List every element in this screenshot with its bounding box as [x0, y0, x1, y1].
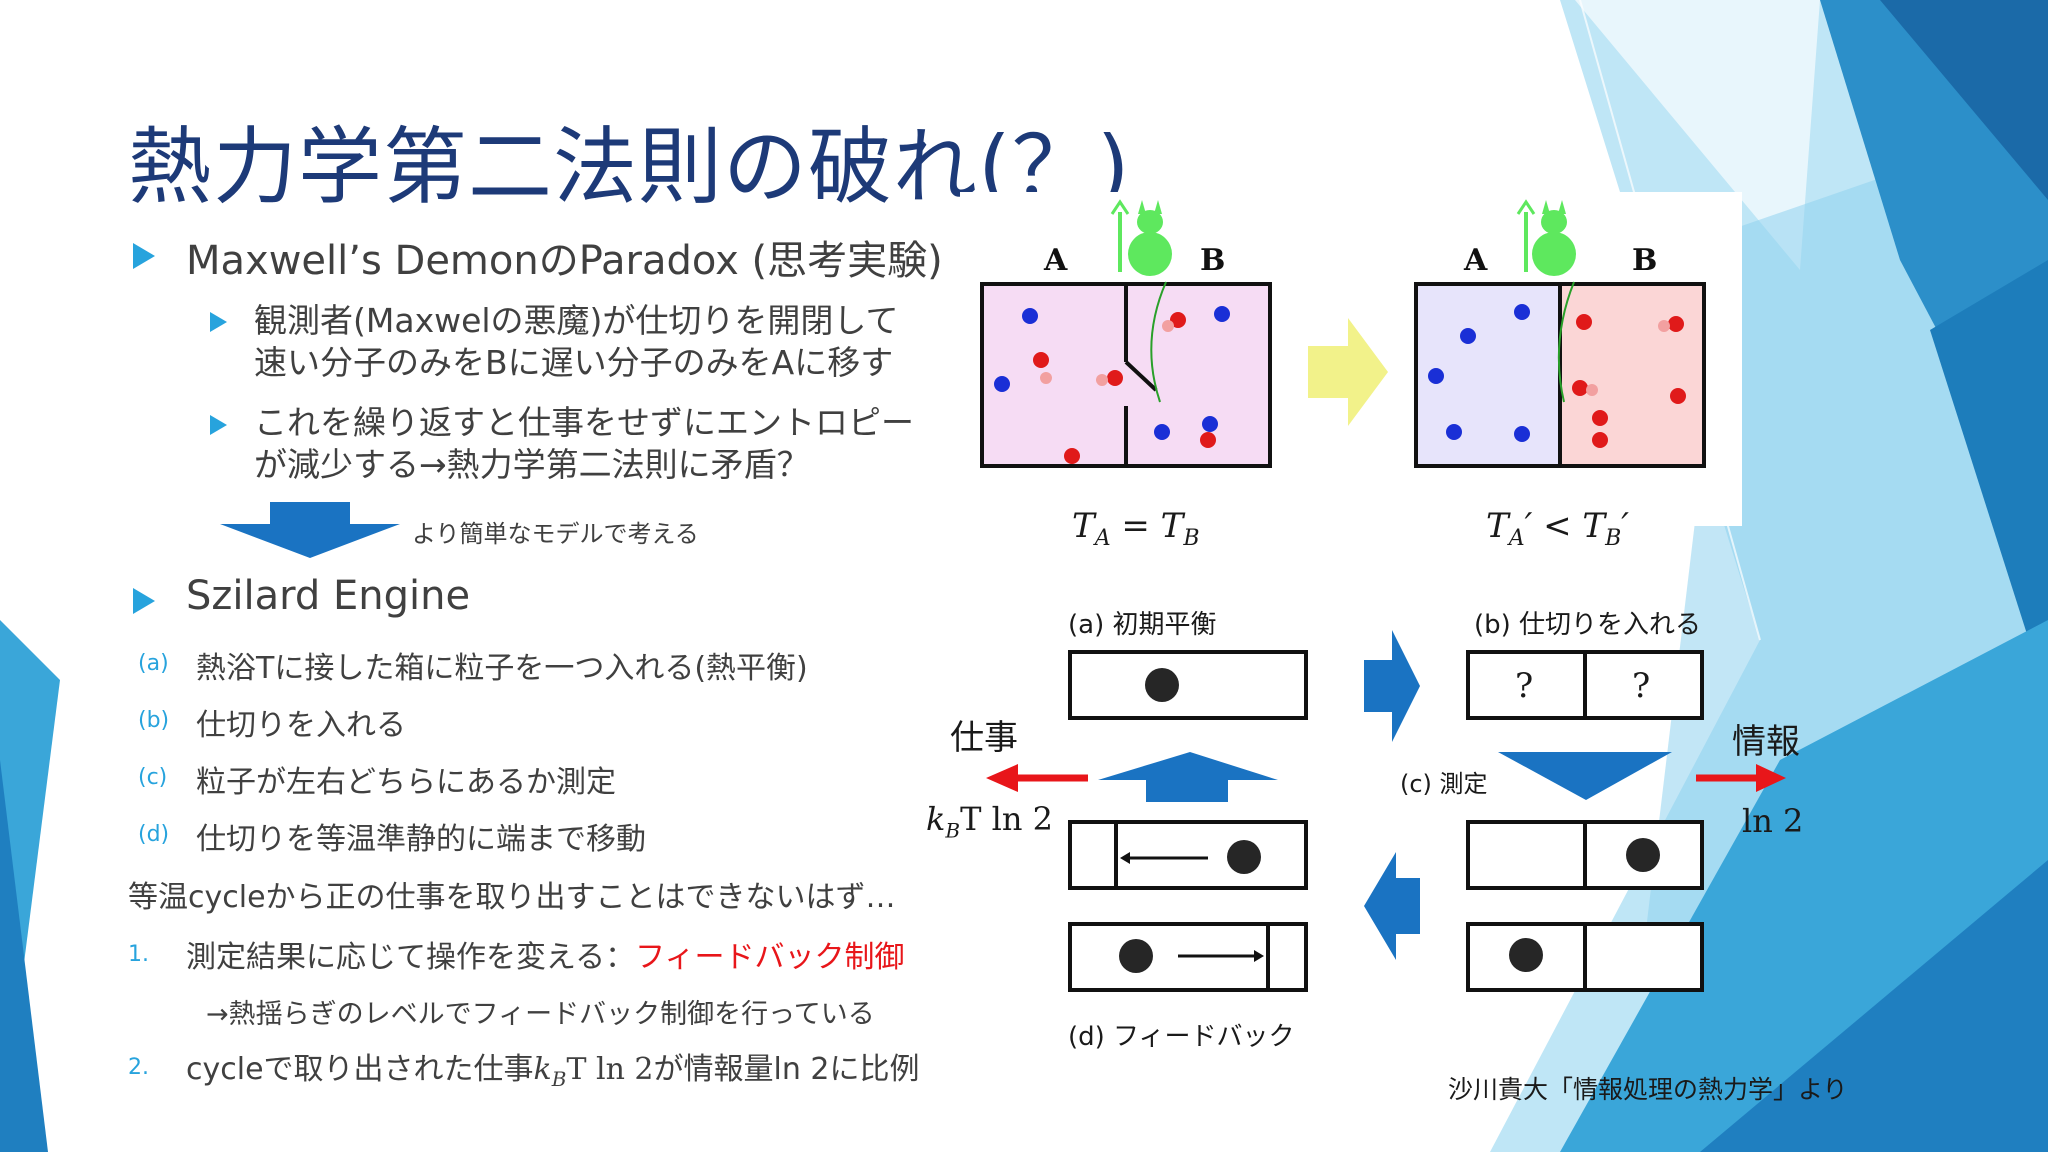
particle-d-top [1227, 840, 1261, 874]
step-text-c: 粒子が左右どちらにあるか測定 [196, 765, 616, 800]
equation-right: TA′ < TB′ [1486, 506, 1629, 551]
arrow-b-to-c-icon [1498, 752, 1672, 800]
question-mark-left: ? [1515, 666, 1534, 706]
arrow-d-to-a-stem [1146, 780, 1228, 802]
bullet-maxwell: Maxwell’s DemonのParadox (思考実験) [186, 238, 943, 284]
step-text-a: 熱浴Tに接した箱に粒子を一つ入れる(熱平衡) [196, 651, 808, 686]
sub-bullet-2-line-1: これを繰り返すと仕事をせずにエントロピー [254, 403, 914, 442]
left-particles [994, 306, 1230, 464]
info-value: ln 2 [1742, 802, 1804, 840]
info-arrow-icon [1756, 764, 1786, 792]
label-b-right: B [1632, 243, 1657, 278]
bg-darker-bottom [1700, 860, 2048, 1152]
numbered-item-1-red: フィードバック制御 [635, 940, 905, 975]
info-label: 情報 [1732, 722, 1800, 762]
bullet-triangle-icon [133, 243, 155, 269]
label-d: (d) フィードバック [1068, 1022, 1295, 1052]
eq-right-a: A [1508, 525, 1525, 551]
bg-dark-mid [1930, 260, 2048, 700]
list-number-2: 2. [128, 1055, 149, 1080]
numbered-item-2-sub: B [551, 1067, 567, 1091]
label-a-left: A [1043, 243, 1068, 278]
numbered-item-2: cycleで取り出された仕事kBT ln 2が情報量ln 2に比例 [186, 1044, 920, 1091]
arrow-a-to-b-icon [1364, 630, 1420, 742]
eq-right-t: T [1486, 506, 1509, 546]
list-number-1: 1. [128, 942, 149, 967]
label-b-left: B [1200, 243, 1225, 278]
label-a-right: A [1463, 243, 1488, 278]
particle-d-bottom [1119, 939, 1153, 973]
arrow-b-to-c-stem [1550, 752, 1622, 774]
yellow-right-arrow-icon [1308, 318, 1388, 426]
step-letter-a: (a) [138, 651, 169, 676]
citation: 沙川貴大「情報処理の熱力学」より [1448, 1075, 1848, 1104]
sub-bullet-2-line-2: が減少する→熱力学第二法則に矛盾？ [254, 445, 810, 484]
demon-icon [1516, 199, 1576, 403]
numbered-item-2-a: cycleで取り出された仕事 [186, 1052, 534, 1087]
move-arrow-right-icon [1254, 950, 1264, 962]
work-value: kBT ln 2 [926, 800, 1053, 842]
numbered-item-2-math: T ln 2 [566, 1052, 654, 1087]
step-text-d: 仕切りを等温準静的に端まで移動 [196, 822, 646, 857]
numbered-item-1-sub: →熱揺らぎのレベルでフィードバック制御を行っている [206, 999, 875, 1030]
box-d-top [1068, 820, 1308, 890]
eq-left-mid: = T [1110, 506, 1184, 546]
eq-left-t: T [1072, 506, 1095, 546]
numbered-item-2-k: k [533, 1052, 552, 1087]
sub-bullet-1-line-2: 速い分子のみをBに遅い分子のみをAに移す [254, 343, 894, 382]
bg-left-dark [0, 760, 48, 1152]
bg-pale-shard [1575, 0, 1820, 270]
label-a: (a) 初期平衡 [1068, 610, 1217, 640]
step-letter-d: (d) [138, 822, 170, 847]
conclusion-text: 等温cycleから正の仕事を取り出すことはできないはず… [128, 880, 896, 915]
question-mark-right: ? [1632, 666, 1651, 706]
sub-bullet-1-line-1: 観測者(Maxwelの悪魔)が仕切りを開閉して [254, 301, 899, 340]
eq-right-end: ′ [1621, 506, 1629, 546]
work-label: 仕事 [950, 718, 1018, 758]
eq-left-b: B [1183, 525, 1200, 551]
eq-right-b: B [1605, 525, 1622, 551]
work-value-k: k [926, 800, 946, 838]
equation-left: TA = TB [1072, 506, 1200, 551]
label-b: (b) 仕切りを入れる [1474, 610, 1702, 640]
demon-icon [1110, 199, 1172, 403]
arrow-d-to-a-icon [1098, 752, 1278, 780]
label-c: (c) 測定 [1400, 770, 1488, 798]
demon-figure: A B [980, 199, 1706, 468]
sub-bullet-triangle-icon [210, 312, 227, 332]
bg-darker-top [1880, 0, 2048, 200]
numbered-item-2-b: が情報量ln 2に比例 [653, 1052, 920, 1087]
eq-left-a: A [1094, 525, 1111, 551]
sub-bullet-triangle-icon [210, 415, 227, 435]
sub-bullet-2: これを繰り返すと仕事をせずにエントロピー が減少する→熱力学第二法則に矛盾？ [254, 402, 914, 486]
work-arrow-icon [986, 764, 1018, 792]
arrow-c-to-d-icon [1364, 852, 1420, 960]
down-block-arrow-icon [220, 502, 400, 558]
move-arrow-left-icon [1120, 852, 1130, 864]
partition-door-open [1124, 360, 1158, 392]
bullet-triangle-icon [133, 588, 155, 614]
particle-c-top [1626, 838, 1660, 872]
step-text-b: 仕切りを入れる [196, 708, 406, 743]
work-value-b: B [945, 818, 961, 843]
bullet-szilard: Szilard Engine [186, 573, 471, 619]
step-letter-c: (c) [138, 765, 168, 790]
right-particles [1428, 304, 1686, 448]
step-letter-b: (b) [138, 708, 170, 733]
arrow-note: より簡単なモデルで考える [412, 520, 699, 548]
sub-bullet-1: 観測者(Maxwelの悪魔)が仕切りを開閉して 速い分子のみをBに遅い分子のみを… [254, 300, 898, 384]
numbered-item-1: 測定結果に応じて操作を変える：フィードバック制御 [186, 932, 905, 976]
work-value-rest: T ln 2 [960, 800, 1053, 838]
particle-a [1145, 668, 1179, 702]
box-a [1068, 650, 1308, 720]
particle-c-bottom [1509, 938, 1543, 972]
eq-right-mid: ′ < T [1524, 506, 1606, 546]
numbered-item-1-plain: 測定結果に応じて操作を変える： [186, 940, 636, 975]
